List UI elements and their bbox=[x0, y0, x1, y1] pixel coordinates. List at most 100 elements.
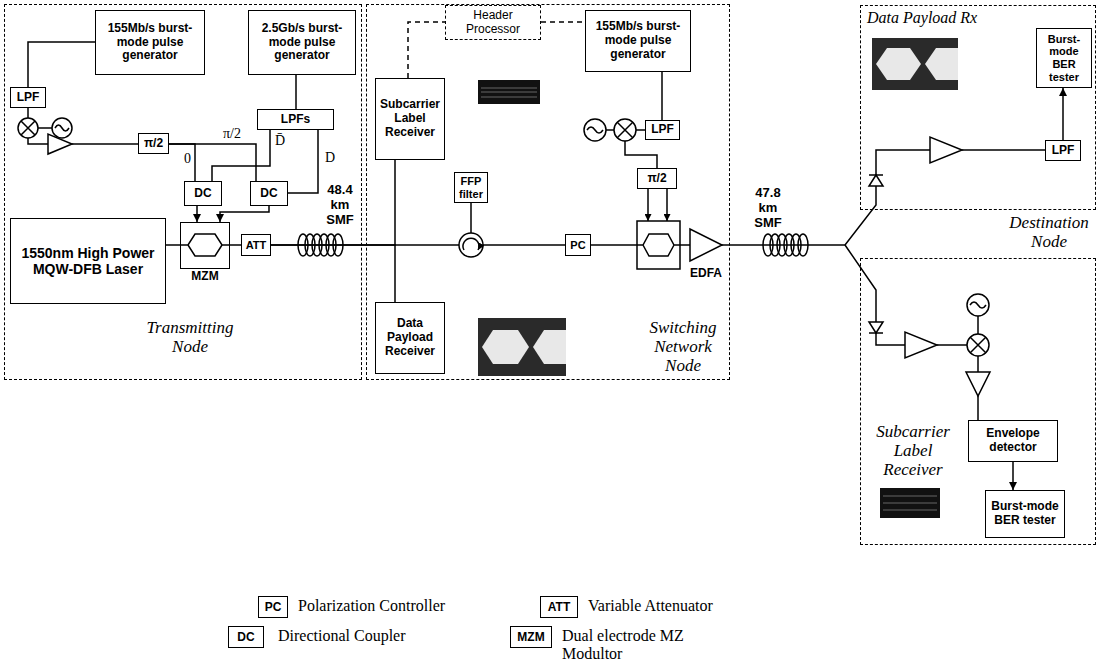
connector bbox=[169, 144, 195, 181]
box-label: 2.5Gb/s burst-mode pulse generator bbox=[251, 22, 353, 63]
oscillator-symbol bbox=[970, 302, 986, 308]
wire bbox=[38, 127, 52, 129]
connector bbox=[220, 206, 269, 222]
connector bbox=[661, 72, 663, 120]
region-frame: Switching Network Node Header Processor 15… bbox=[366, 4, 730, 380]
box-label: π/2 bbox=[647, 172, 666, 186]
region-frame: Data Payload RxBurst-mode BER testerLPF bbox=[860, 5, 1096, 210]
modulator-arms bbox=[637, 234, 680, 256]
wire bbox=[962, 149, 1045, 151]
box-label: DC bbox=[194, 187, 211, 201]
receiver-box: Data Payload Receiver bbox=[375, 302, 445, 374]
connector bbox=[288, 130, 318, 193]
scope-trace bbox=[880, 488, 940, 518]
box-label: Burst-mode BER tester bbox=[1039, 33, 1089, 84]
phase-shifter: π/2 bbox=[138, 133, 169, 154]
eye-diagram bbox=[872, 38, 958, 90]
edge-label: 0 bbox=[183, 151, 192, 166]
oscillator-symbol bbox=[587, 127, 603, 133]
wire bbox=[876, 333, 905, 345]
fiber-coil bbox=[798, 234, 808, 256]
eye-diagram bbox=[533, 330, 566, 364]
scope-trace bbox=[481, 88, 537, 97]
oscillator-symbol bbox=[967, 294, 989, 316]
mixer-symbol bbox=[967, 334, 989, 356]
eye-diagram bbox=[876, 48, 921, 80]
oscillator-symbol bbox=[55, 125, 69, 131]
fiber-coil bbox=[333, 234, 343, 256]
legend-text: Variable Attenuator bbox=[588, 597, 788, 615]
wire bbox=[680, 244, 690, 246]
box-label: Burst-mode BER tester bbox=[988, 500, 1062, 528]
amplifier-symbol bbox=[930, 137, 962, 163]
tester-box: Burst-mode BER tester bbox=[985, 490, 1065, 538]
wire bbox=[591, 244, 637, 246]
box-label: Envelope detector bbox=[971, 427, 1055, 455]
wire bbox=[28, 138, 48, 144]
legend-sample: PC bbox=[258, 596, 288, 618]
receiver-box: Subcarrier Label Receiver bbox=[375, 78, 445, 160]
legend-sample: MZM bbox=[510, 626, 552, 648]
filter-box: LPF bbox=[645, 120, 680, 140]
mixer-symbol bbox=[617, 122, 633, 138]
circulator-symbol bbox=[463, 238, 479, 250]
phase-shifter: π/2 bbox=[637, 168, 677, 189]
coupler-box: DC bbox=[250, 181, 288, 206]
wire bbox=[395, 244, 459, 246]
amplifier-symbol bbox=[48, 134, 72, 154]
wire bbox=[937, 344, 967, 346]
box-label: LPF bbox=[17, 91, 40, 105]
box-label: LPF bbox=[1052, 144, 1075, 158]
mixer-symbol bbox=[614, 119, 636, 141]
box-label: PC bbox=[570, 239, 585, 252]
scope-trace bbox=[883, 496, 937, 510]
edge-label: D bbox=[324, 150, 336, 165]
fiber-label: 47.8 km SMF bbox=[748, 186, 788, 231]
connector bbox=[408, 22, 445, 78]
eye-diagram bbox=[478, 318, 566, 376]
eye-diagram bbox=[925, 48, 958, 80]
wire bbox=[470, 203, 472, 233]
amplifier-node: EDFA bbox=[684, 229, 728, 281]
box-label: Subcarrier Label Receiver bbox=[378, 98, 442, 139]
wire bbox=[636, 129, 645, 131]
wire bbox=[977, 396, 979, 420]
filter-box: LPF bbox=[1045, 140, 1081, 161]
photodiode-symbol bbox=[869, 322, 883, 333]
tester-box: Burst-mode BER tester bbox=[1036, 28, 1092, 88]
modulator-arms bbox=[180, 234, 230, 256]
wire bbox=[606, 129, 614, 131]
legend-sample: ATT bbox=[540, 596, 578, 618]
region-label: Destination Node bbox=[1003, 214, 1095, 251]
connector bbox=[196, 206, 198, 222]
controller-box: PC bbox=[565, 234, 591, 256]
mixer-symbol bbox=[970, 337, 986, 353]
laser-box: 1550nm High Power MQW-DFB Laser bbox=[10, 218, 166, 304]
pulse-generator: 155Mb/s burst-mode pulse generator bbox=[585, 10, 691, 72]
legend-text: Polarization Controller bbox=[298, 597, 498, 615]
connector bbox=[1012, 462, 1014, 490]
eye-diagram bbox=[482, 330, 529, 364]
connector bbox=[541, 21, 585, 23]
box-label: FFP filter bbox=[457, 175, 485, 200]
attenuator-box: ATT bbox=[241, 234, 271, 256]
connector bbox=[166, 244, 180, 246]
box-label: Header Processor bbox=[448, 9, 538, 37]
wire bbox=[27, 108, 29, 118]
box-label: 1550nm High Power MQW-DFB Laser bbox=[13, 245, 163, 277]
oscillator-symbol bbox=[52, 118, 72, 138]
box-label: LPF bbox=[651, 123, 674, 137]
circulator-symbol bbox=[459, 233, 483, 257]
amplifier-symbol bbox=[690, 229, 722, 261]
mixer-symbol bbox=[18, 118, 38, 138]
wire bbox=[977, 316, 979, 334]
connector bbox=[295, 75, 297, 109]
box-label: MZM bbox=[181, 270, 229, 284]
mixer-symbol bbox=[21, 121, 35, 135]
wire bbox=[876, 150, 930, 175]
box-label: ATT bbox=[246, 239, 267, 252]
region-label: Switching Network Node bbox=[642, 318, 724, 375]
connector bbox=[271, 245, 395, 302]
pulse-generator: 2.5Gb/s burst-mode pulse generator bbox=[248, 10, 356, 75]
legend-text: Dual electrode MZ Modultor bbox=[562, 627, 702, 663]
